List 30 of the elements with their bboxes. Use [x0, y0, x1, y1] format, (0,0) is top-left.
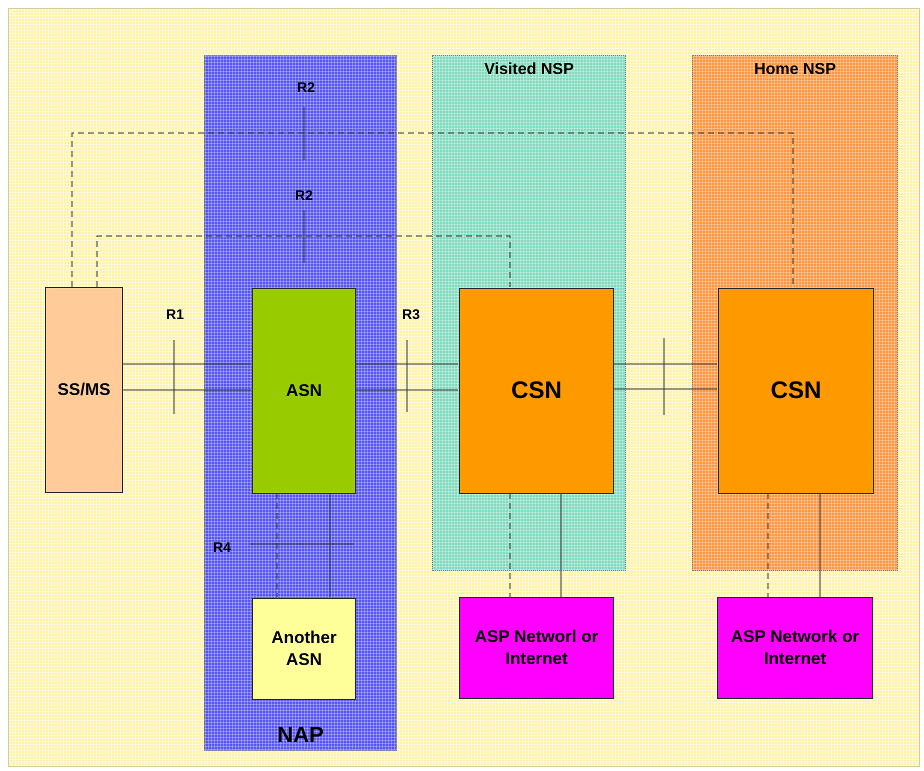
dashed-connector: [72, 132, 794, 288]
node-label: ASP Networl or Internet: [474, 626, 600, 670]
dashed-connector: [96, 236, 510, 288]
node-label: CSN: [510, 376, 563, 406]
edge-label: R1: [165, 306, 185, 322]
gateway-box: [252, 288, 356, 494]
node-label: Home NSP: [753, 60, 837, 80]
network-service-provider-band: [432, 55, 626, 571]
dashed-connector: [276, 492, 278, 598]
device-box: [45, 287, 123, 493]
edge-label: R4: [212, 539, 232, 555]
edge-label: R2: [296, 79, 316, 95]
connector-line: [612, 388, 718, 390]
node-label: SS/MS: [56, 378, 112, 401]
edge-label: R3: [401, 306, 421, 322]
gateway-box: [252, 598, 356, 700]
node-label: NAP: [276, 721, 325, 750]
core-network-box: [459, 288, 614, 494]
service-network-box: [717, 597, 873, 699]
core-network-box: [718, 288, 874, 494]
node-label: Another ASN: [270, 626, 338, 671]
node-label: ASP Network or Internet: [730, 626, 860, 670]
edge-label: R2: [294, 187, 314, 203]
node-label: Visited NSP: [483, 60, 575, 80]
network-service-provider-band: [692, 55, 898, 571]
connector-line: [560, 492, 562, 598]
service-network-box: [459, 597, 614, 699]
node-label: CSN: [770, 376, 822, 406]
network-access-provider-band: [204, 55, 397, 751]
node-label: ASN: [285, 380, 323, 402]
